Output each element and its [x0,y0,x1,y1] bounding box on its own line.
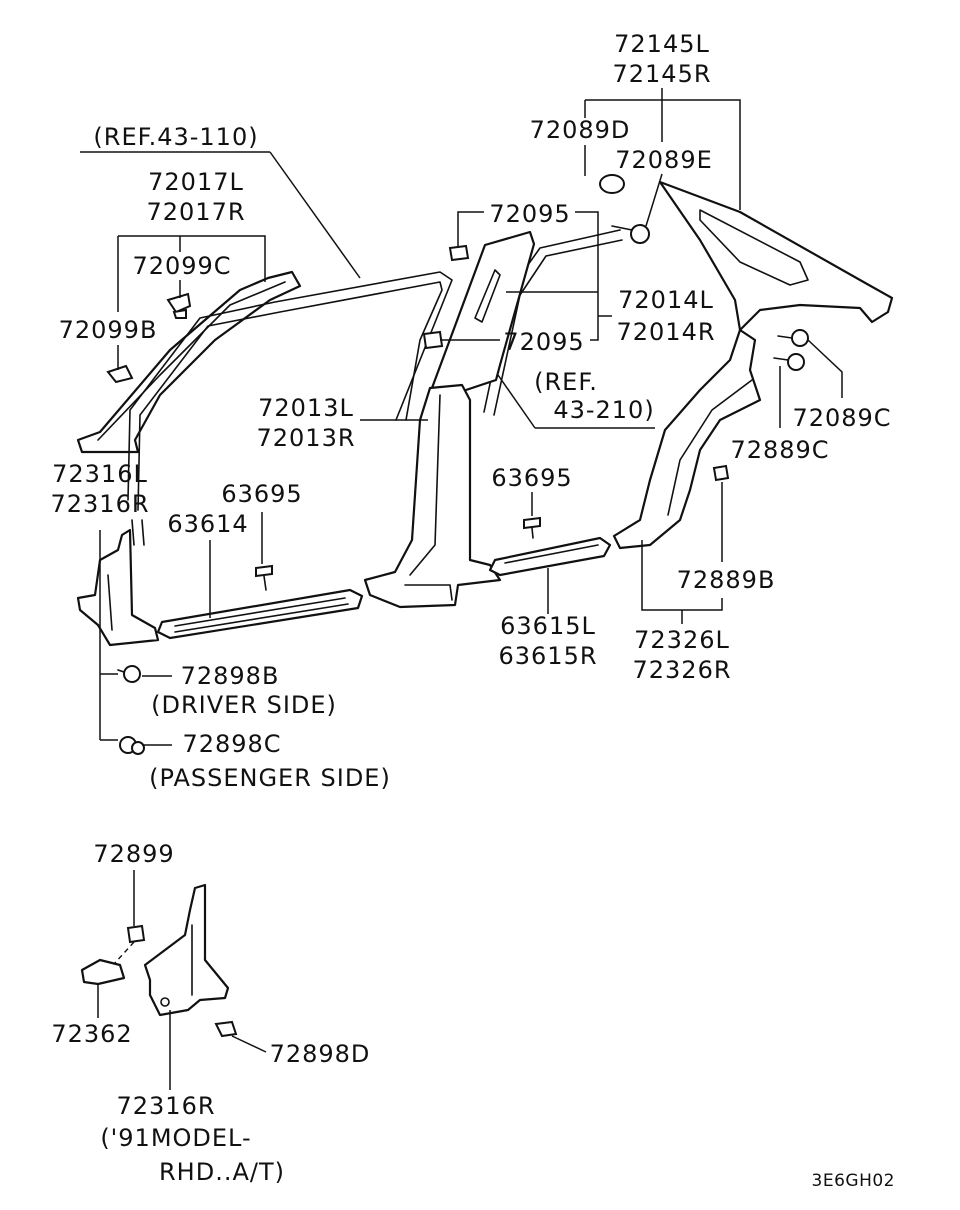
roof-weatherstrip-drawing [127,271,453,546]
clip-72898b-drawing [117,665,141,683]
front-scuff-plate-drawing [156,588,364,640]
screw-72089c-drawing [777,329,809,347]
label-72898d: 72898D [270,1040,371,1068]
wheelhouse-trim-drawing [612,328,762,550]
label-72089c: 72089C [792,404,891,432]
quarter-trim-drawing [658,180,894,332]
label-63695-right: 63695 [491,464,572,492]
diagram-code: 3E6GH02 [812,1171,895,1191]
cowl-side-trim-drawing [76,528,160,647]
label-72014l: 72014L [618,286,714,314]
label-63615l: 63615L [500,612,596,640]
label-63615r: 63615R [498,642,597,670]
a-pillar-trim-drawing [76,270,302,454]
clip-72898c-drawing [119,736,145,755]
clip-72095-top-drawing [448,244,470,262]
leader-lines [80,88,843,1090]
label-ref-43-210-line2: 43-210) [553,396,654,424]
label-72017l: 72017L [148,168,244,196]
label-72017r: 72017R [146,198,245,226]
label-72099c: 72099C [132,252,231,280]
screw-72889c-drawing [773,353,805,371]
label-72326r: 72326R [632,656,731,684]
label-72089e: 72089E [615,146,713,174]
label-72316l: 72316L [52,460,148,488]
clip-72889b-drawing [712,464,730,482]
b-pillar-lower-trim-drawing [363,383,502,609]
label-72889b: 72889B [677,566,776,594]
label-72013r: 72013R [256,424,355,452]
label-72899: 72899 [93,840,174,868]
label-72013l: 72013L [258,394,354,422]
part-labels: 72145L 72145R 72089D 72089E (REF.43-110)… [50,30,895,1191]
clip-72089e-drawing [611,224,650,244]
label-72889c: 72889C [730,436,829,464]
label-model-note-line1: ('91MODEL- [100,1124,251,1152]
label-ref-43-110: (REF.43-110) [93,123,258,151]
label-63695-left: 63695 [221,480,302,508]
label-72099b: 72099B [59,316,158,344]
screw-63695-right-drawing [523,516,541,539]
label-model-note-line2: RHD..A/T) [159,1158,285,1186]
clip-72099b-drawing [106,364,134,384]
label-72089d: 72089D [530,116,631,144]
label-72095-mid: 72095 [503,328,584,356]
label-ref-43-210-line1: (REF. [534,368,598,396]
label-72898b: 72898B [181,662,280,690]
b-pillar-upper-trim-drawing [430,230,536,394]
label-72362: 72362 [51,1020,132,1048]
clip-72089d-drawing [599,174,625,194]
label-72095-top: 72095 [489,200,570,228]
label-72145l: 72145L [614,30,710,58]
label-driver-side: (DRIVER SIDE) [151,691,337,719]
label-passenger-side: (PASSENGER SIDE) [149,764,391,792]
clip-72095-mid-drawing [422,330,444,350]
label-72014r: 72014R [616,318,715,346]
clip-72099c-drawing [166,292,192,319]
label-72316r: 72316R [50,490,149,518]
label-72898c: 72898C [182,730,281,758]
rear-scuff-plate-drawing [488,536,612,577]
label-72316r-inset: 72316R [116,1092,215,1120]
label-72145r: 72145R [612,60,711,88]
inset-cowl-trim-drawing [80,883,238,1038]
screw-63695-left-drawing [255,564,273,591]
label-63614: 63614 [167,510,248,538]
label-72326l: 72326L [634,626,730,654]
